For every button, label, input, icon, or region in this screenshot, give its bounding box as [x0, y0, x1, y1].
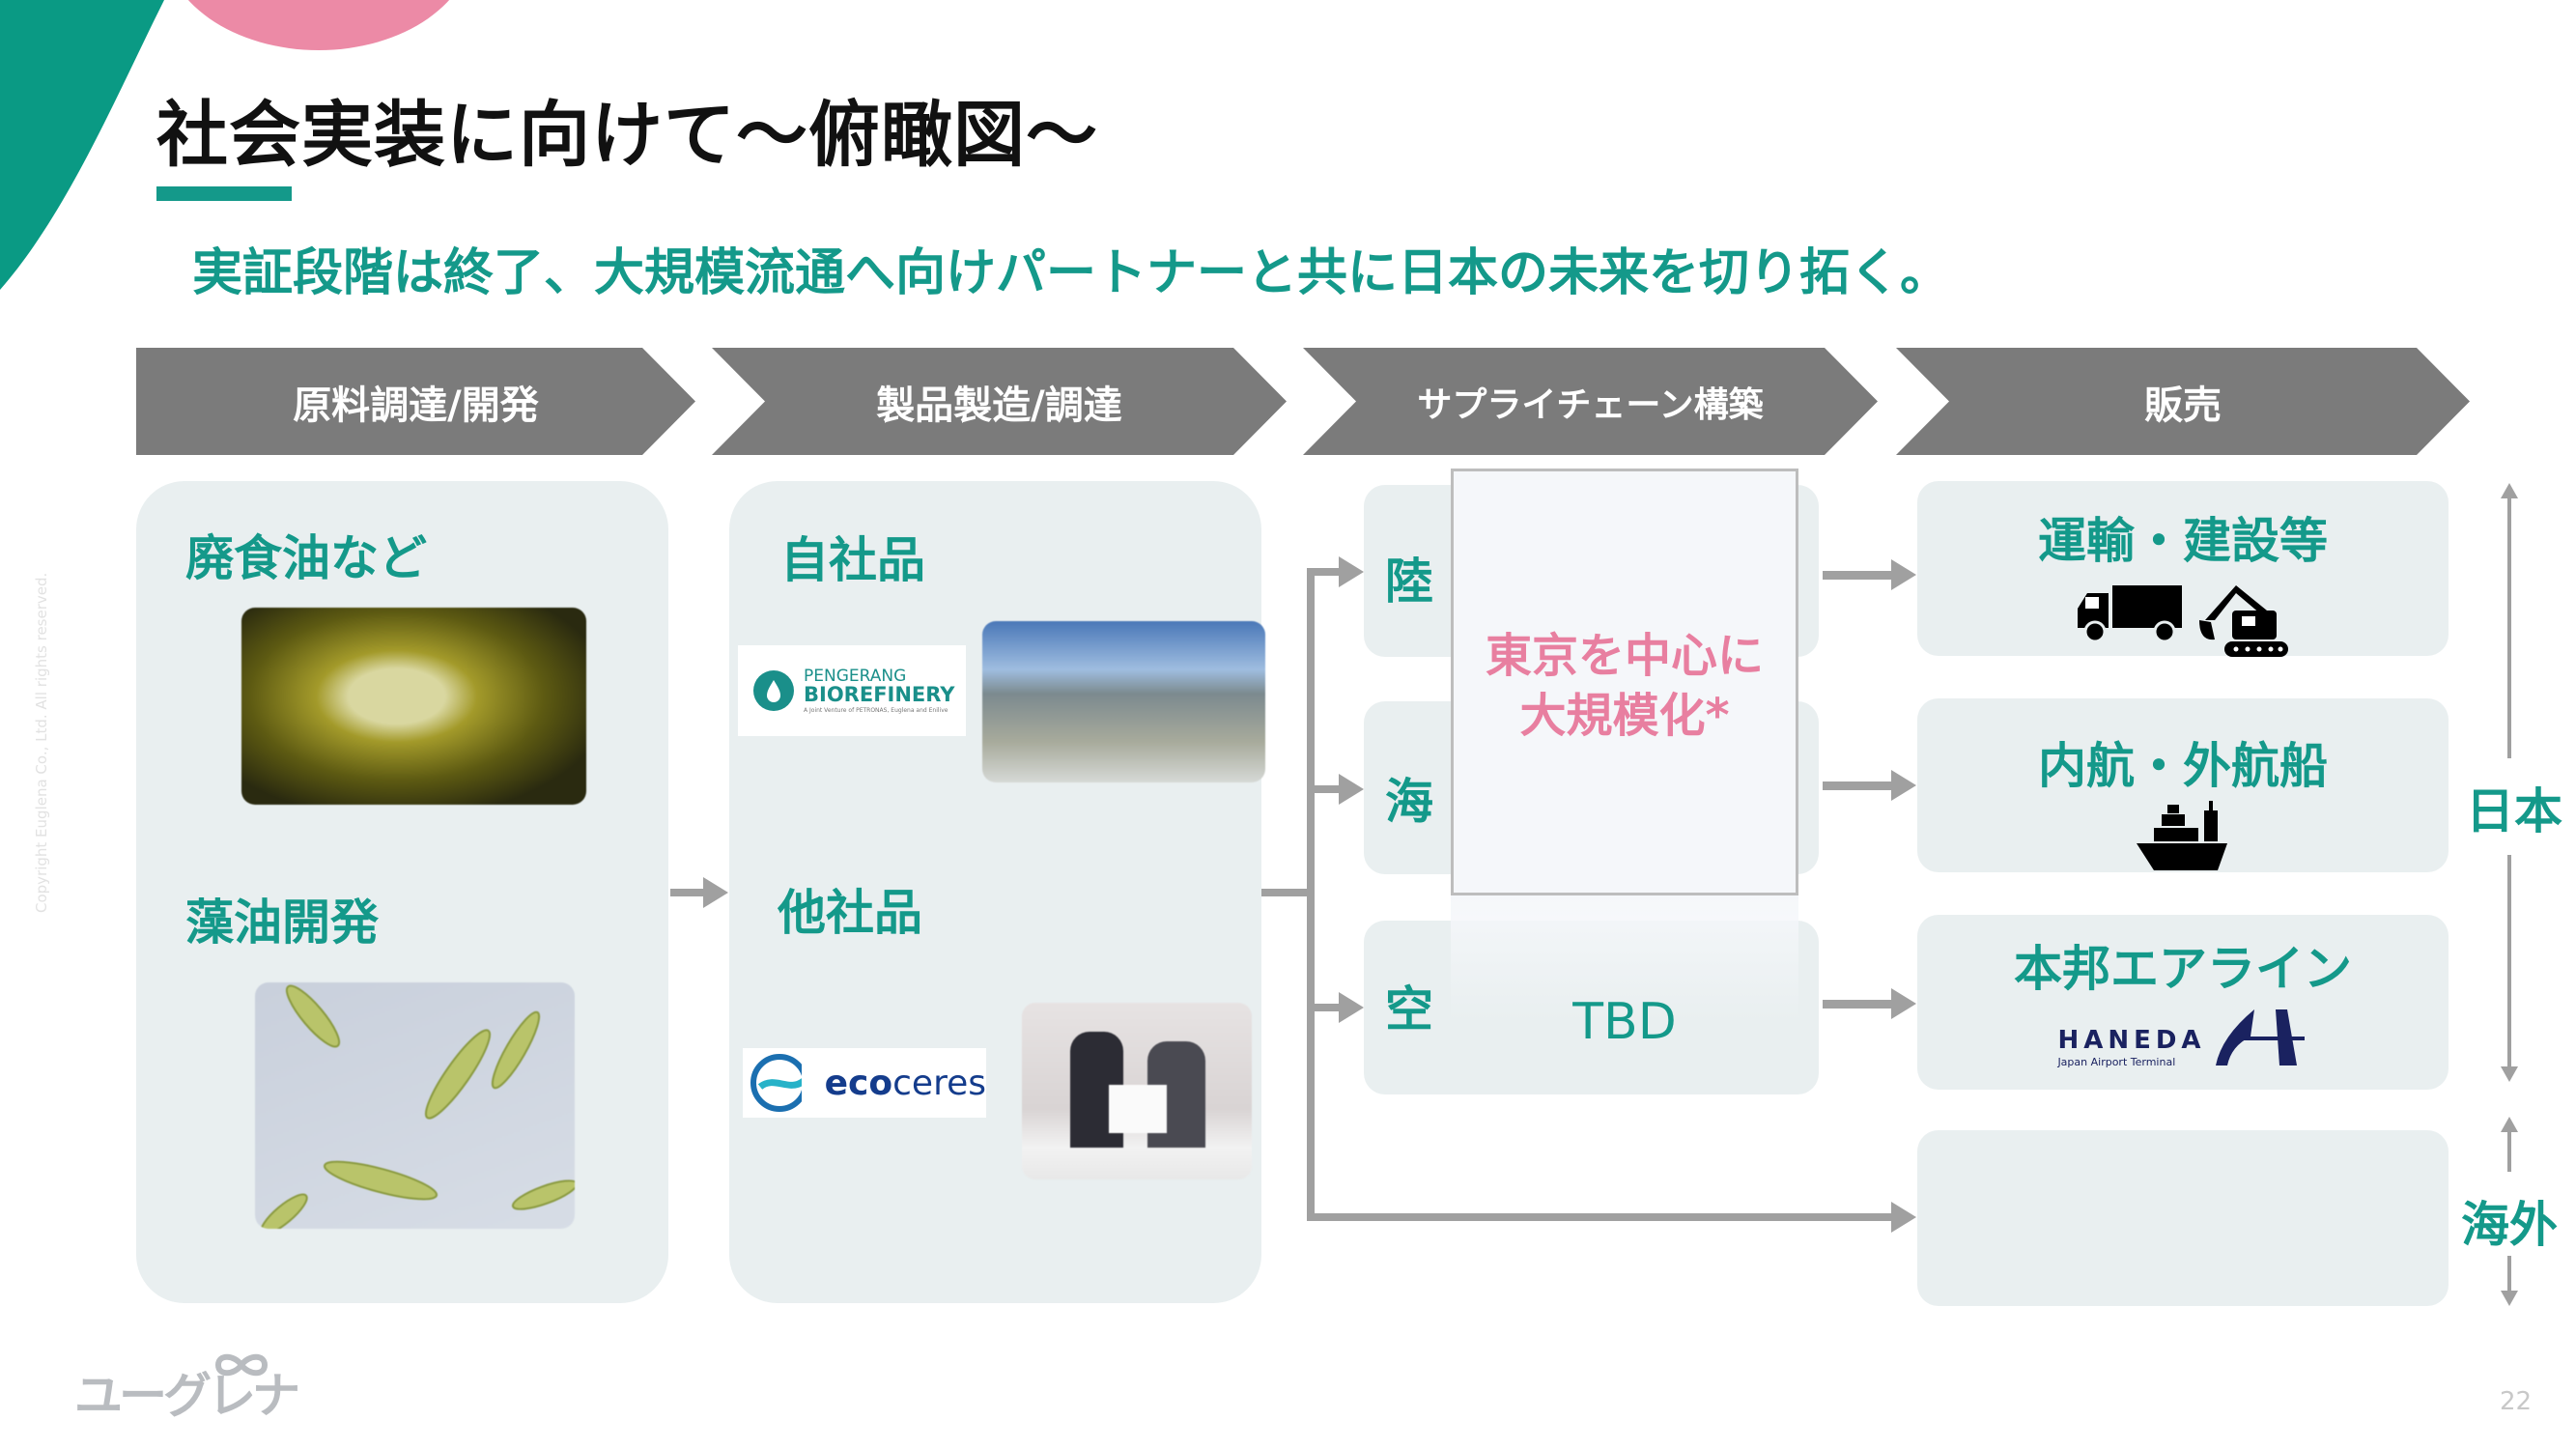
algae-oil-label: 藻油開発 [185, 895, 379, 951]
sales-arrow-line [1823, 781, 1892, 790]
excavator-icon [2199, 585, 2288, 657]
ecoceres-logo: ecoceres [743, 1048, 986, 1118]
highlight-line1: 東京を中心に [1485, 629, 1764, 683]
down-arrowhead [2501, 1291, 2518, 1306]
ecoceres-light: ceres [892, 1063, 986, 1103]
sales-box-overseas [1917, 1130, 2449, 1306]
japan-label: 日本 [2466, 783, 2562, 839]
branch-air-line [1307, 1004, 1340, 1011]
overseas-range-line [2507, 1128, 2511, 1172]
signing-ceremony-photo [1022, 1003, 1252, 1179]
pengerang-line2: BIOREFINERY [804, 682, 955, 706]
sales-arrow-head [1891, 559, 1916, 590]
ships-label: 内航・外航船 [2038, 738, 2328, 794]
sea-label: 海 [1385, 774, 1433, 830]
overseas-label: 海外 [2461, 1197, 2558, 1253]
pengerang-tagline: A Joint Venture of PETRONAS, Euglena and… [804, 706, 948, 714]
waste-oil-label: 廃食油など [185, 530, 427, 586]
stage-raw-materials: 原料調達/開発 [136, 348, 695, 455]
sales-box-airlines: 本邦エアライン HANEDA Japan Airport Terminal [1917, 915, 2449, 1090]
branch-overseas-arrow [1891, 1202, 1916, 1233]
green-wedge-decoration [0, 0, 164, 290]
flow-arrow-line [670, 889, 703, 896]
air-label: 空 [1385, 981, 1433, 1037]
waste-oil-photo [241, 608, 586, 805]
connector-line [1261, 889, 1315, 896]
euglena-microscope-photo [255, 982, 575, 1229]
branch-sea-arrow [1339, 774, 1364, 805]
branch-land-line [1307, 568, 1340, 576]
ecoceres-bold: eco [824, 1063, 893, 1103]
pengerang-mark-icon [753, 670, 794, 711]
land-label: 陸 [1385, 554, 1433, 610]
up-arrowhead [2501, 1117, 2518, 1132]
pengerang-line1: PENGERANG [804, 666, 907, 686]
corner-decoration [0, 0, 450, 290]
copyright-text: Copyright Euglena Co., Ltd. All rights r… [33, 572, 50, 913]
branch-land-arrow [1339, 556, 1364, 587]
cargo-ship-icon [2137, 801, 2227, 870]
sales-box-transport: 運輸・建設等 [1917, 481, 2449, 657]
title-underline [156, 186, 292, 201]
branch-overseas-line [1307, 1213, 1891, 1221]
up-arrowhead [2501, 483, 2518, 498]
refinery-photo [982, 621, 1265, 782]
sales-arrow-head [1891, 988, 1916, 1019]
pink-circle-decoration [187, 0, 450, 50]
page-subtitle: 実証段階は終了、大規模流通へ向けパートナーと共に日本の未来を切り拓く。 [192, 244, 1951, 302]
ecoceres-mark-icon [750, 1054, 802, 1112]
haneda-h-mark-icon [2215, 1009, 2305, 1065]
euglena-logo: ユーグレナ [74, 1368, 300, 1424]
flow-arrow-head [703, 877, 728, 908]
page-title: 社会実装に向けて～俯瞰図～ [156, 94, 1098, 177]
euglena-cells-image [260, 984, 575, 1229]
euglena-infinity-mark-icon [214, 1353, 269, 1377]
haneda-subtitle: Japan Airport Terminal [2057, 1056, 2176, 1068]
other-products-label: 他社品 [778, 885, 922, 941]
stage-sales: 販売 [1896, 348, 2470, 455]
sales-arrow-line [1823, 571, 1892, 580]
connector-trunk [1307, 568, 1315, 1221]
highlight-fade [1451, 895, 1798, 1021]
haneda-logo: HANEDA Japan Airport Terminal [2057, 1008, 2307, 1067]
japan-range-line [2507, 855, 2511, 1067]
stage-supply-chain: サプライチェーン構築 [1303, 348, 1878, 455]
stage-production: 製品製造/調達 [712, 348, 1287, 455]
tokyo-scale-up-box: 東京を中心に 大規模化* [1451, 469, 1798, 895]
japan-range-line [2507, 493, 2511, 758]
own-products-label: 自社品 [780, 532, 925, 588]
sales-arrow-line [1823, 1000, 1892, 1009]
truck-icon [2078, 585, 2182, 643]
tbd-label: TBD [1572, 993, 1677, 1051]
branch-air-arrow [1339, 992, 1364, 1023]
overseas-range-line [2507, 1256, 2511, 1294]
pengerang-logo: PENGERANG BIOREFINERY A Joint Venture of… [738, 645, 966, 736]
page-number: 22 [2500, 1387, 2533, 1416]
sales-arrow-head [1891, 770, 1916, 801]
down-arrowhead [2501, 1066, 2518, 1082]
sales-box-ships: 内航・外航船 [1917, 698, 2449, 872]
branch-sea-line [1307, 785, 1340, 793]
haneda-name: HANEDA [2057, 1026, 2206, 1055]
highlight-line2: 大規模化* [1519, 689, 1730, 743]
transport-label: 運輸・建設等 [2038, 513, 2328, 569]
signed-document [1109, 1085, 1167, 1133]
airlines-label: 本邦エアライン [2014, 941, 2352, 997]
